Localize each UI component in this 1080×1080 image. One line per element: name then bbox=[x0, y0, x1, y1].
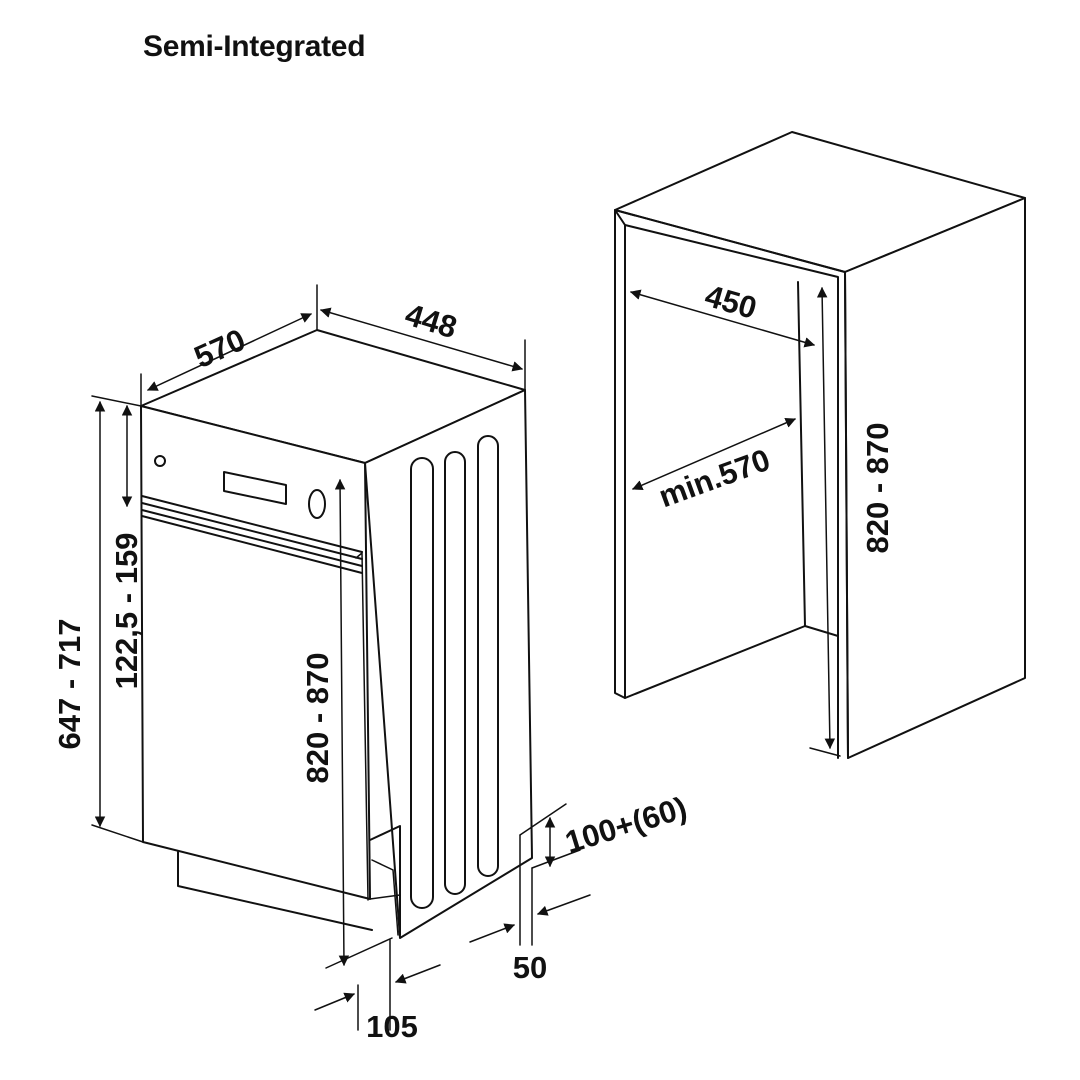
niche-depth-arrow bbox=[632, 417, 796, 491]
dim-control-height-label: 122,5 - 159 bbox=[109, 533, 144, 690]
dim-plinth-depth-label: 105 bbox=[366, 1009, 418, 1044]
plinth-recess bbox=[369, 825, 401, 936]
niche-height-label: 820 - 870 bbox=[860, 423, 895, 554]
dim-depth-arrow bbox=[147, 313, 312, 391]
program-knob bbox=[308, 489, 326, 519]
dim-plinth-height-label: 100+(60) bbox=[561, 790, 691, 860]
dim-width-arrow bbox=[319, 307, 524, 372]
niche-height-arrow bbox=[816, 286, 836, 750]
power-button bbox=[154, 455, 166, 467]
niche-opening bbox=[624, 224, 839, 759]
plinth-base bbox=[177, 851, 373, 931]
niche-depth-label: min.570 bbox=[654, 442, 774, 514]
dim-panel-height-label: 647 - 717 bbox=[52, 619, 87, 750]
niche-inner-back bbox=[624, 625, 839, 699]
dim-plinth-offset-label: 50 bbox=[513, 950, 547, 985]
niche-width-label: 450 bbox=[701, 278, 760, 326]
dim-total-height-arrow bbox=[334, 478, 350, 967]
niche-width-arrow bbox=[629, 289, 816, 348]
diagram-title: Semi-Integrated bbox=[143, 30, 366, 63]
dishwasher-drawing bbox=[140, 329, 533, 939]
side-ribs bbox=[410, 435, 499, 909]
niche-left-wall bbox=[614, 209, 626, 699]
display-panel bbox=[223, 471, 287, 505]
dishwasher-dimensions: 570 448 647 - 717 122,5 - 159 820 - 870 … bbox=[52, 284, 691, 1044]
dim-width-label: 448 bbox=[401, 297, 461, 346]
dim-total-height-label: 820 - 870 bbox=[300, 653, 335, 784]
plinth-step bbox=[371, 859, 399, 936]
control-strip bbox=[141, 495, 363, 574]
niche-drawing bbox=[614, 131, 1026, 759]
